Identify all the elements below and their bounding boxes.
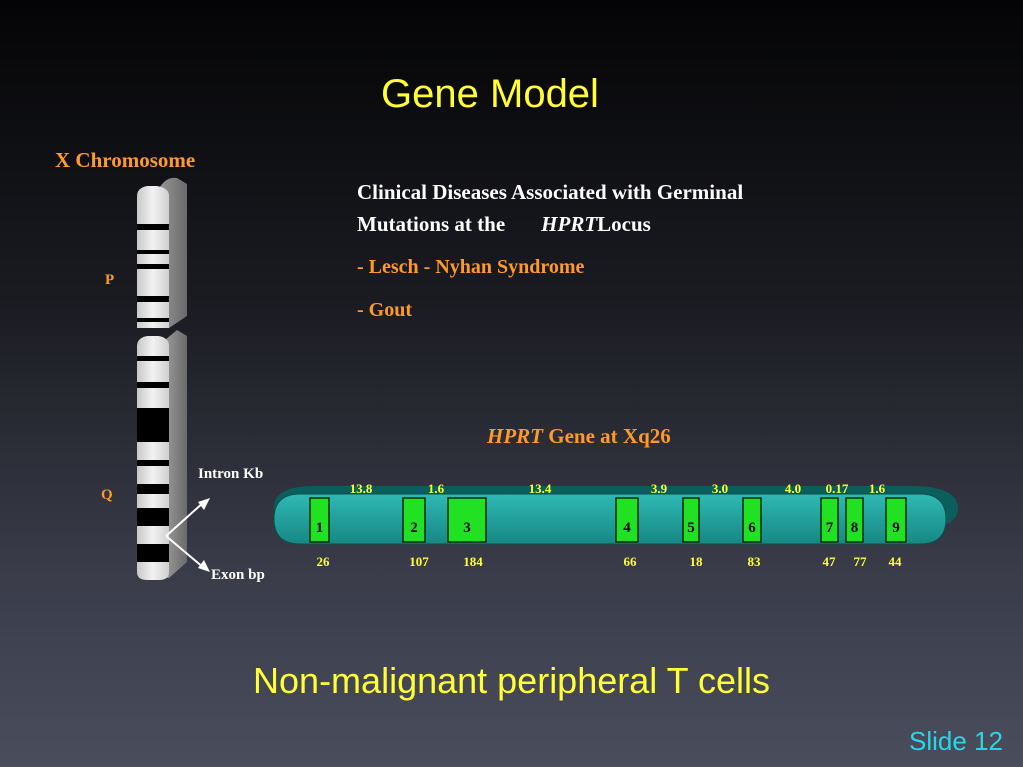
exon-number: 2	[410, 520, 418, 536]
intron-kb-value: 1.6	[428, 481, 445, 496]
chromosome-diagram	[137, 177, 187, 580]
slide-number: Slide 12	[909, 726, 1003, 756]
exon-number: 4	[623, 520, 631, 536]
slide-title: Gene Model	[381, 72, 599, 116]
arrows	[165, 498, 210, 572]
exon-box	[447, 497, 487, 543]
exon-box	[742, 497, 762, 543]
exon-bp-value: 83	[748, 554, 762, 569]
exon-box	[682, 497, 700, 543]
exon-box	[615, 497, 639, 543]
arrow-down-icon	[198, 560, 210, 572]
gene-title: HPRT Gene at Xq26	[487, 424, 671, 449]
gene-title-gene: HPRT	[487, 424, 543, 448]
intron-kb-label: Intron Kb	[198, 466, 264, 482]
exon-box	[402, 497, 426, 543]
clinical-line-1: Clinical Diseases Associated with Germin…	[357, 180, 744, 204]
chromosome-p-arm	[137, 177, 187, 328]
exon-number: 3	[463, 520, 471, 536]
gene-model: 1 2 3 4 5 6 7 8 9 13.8 1.6 13.4 3.9 3.0 4.0 0.17 1.6 26…	[273, 481, 958, 569]
gene-title-suffix: Gene at Xq26	[548, 424, 671, 448]
exon-bp-value: 77	[854, 554, 868, 569]
exon-bp-value: 18	[690, 554, 704, 569]
exon-number: 6	[748, 520, 756, 536]
arrow-up-icon	[198, 498, 210, 510]
subtitle: Non-malignant peripheral T cells	[253, 660, 770, 701]
clinical-gene-name: HPRT	[541, 212, 598, 236]
exon-box	[820, 497, 839, 543]
clinical-line-2-suffix: Locus	[597, 212, 651, 236]
intron-kb-value: 13.4	[529, 481, 552, 496]
chromosome-q-arm	[137, 330, 187, 580]
intron-kb-value: 1.6	[869, 481, 886, 496]
exon-bp-value: 107	[409, 554, 429, 569]
exon-number: 7	[826, 520, 834, 536]
exon-number: 9	[892, 520, 900, 536]
exon-box	[309, 497, 330, 543]
exon-number: 5	[687, 520, 695, 536]
intron-kb-value: 13.8	[350, 481, 373, 496]
p-arm-label: P	[105, 272, 115, 288]
exon-box	[845, 497, 864, 543]
exon-bp-value: 47	[823, 554, 837, 569]
exon-box	[885, 497, 907, 543]
exon-number: 8	[851, 520, 859, 536]
clinical-line-2: Mutations at the HPRTLocus	[357, 208, 857, 240]
exon-bp-label: Exon bp	[211, 567, 265, 583]
intron-kb-value: 4.0	[785, 481, 801, 496]
disease-gout: - Gout	[357, 299, 412, 321]
clinical-line-2-prefix: Mutations at the	[357, 212, 506, 236]
gene-body	[273, 493, 947, 545]
clinical-heading: Clinical Diseases Associated with Germin…	[357, 176, 857, 240]
intron-kb-value: 3.9	[651, 481, 668, 496]
q-arm-label: Q	[101, 487, 113, 503]
exon-bp-value: 66	[624, 554, 638, 569]
exon-bp-value: 44	[889, 554, 903, 569]
exon-number: 1	[316, 520, 324, 536]
exon-bp-value: 26	[317, 554, 331, 569]
chromosome-label: X Chromosome	[55, 148, 196, 172]
intron-kb-value: 0.17	[826, 481, 849, 496]
intron-kb-value: 3.0	[712, 481, 728, 496]
disease-lesch-nyhan: - Lesch - Nyhan Syndrome	[357, 256, 585, 278]
exon-bp-value: 184	[463, 554, 483, 569]
